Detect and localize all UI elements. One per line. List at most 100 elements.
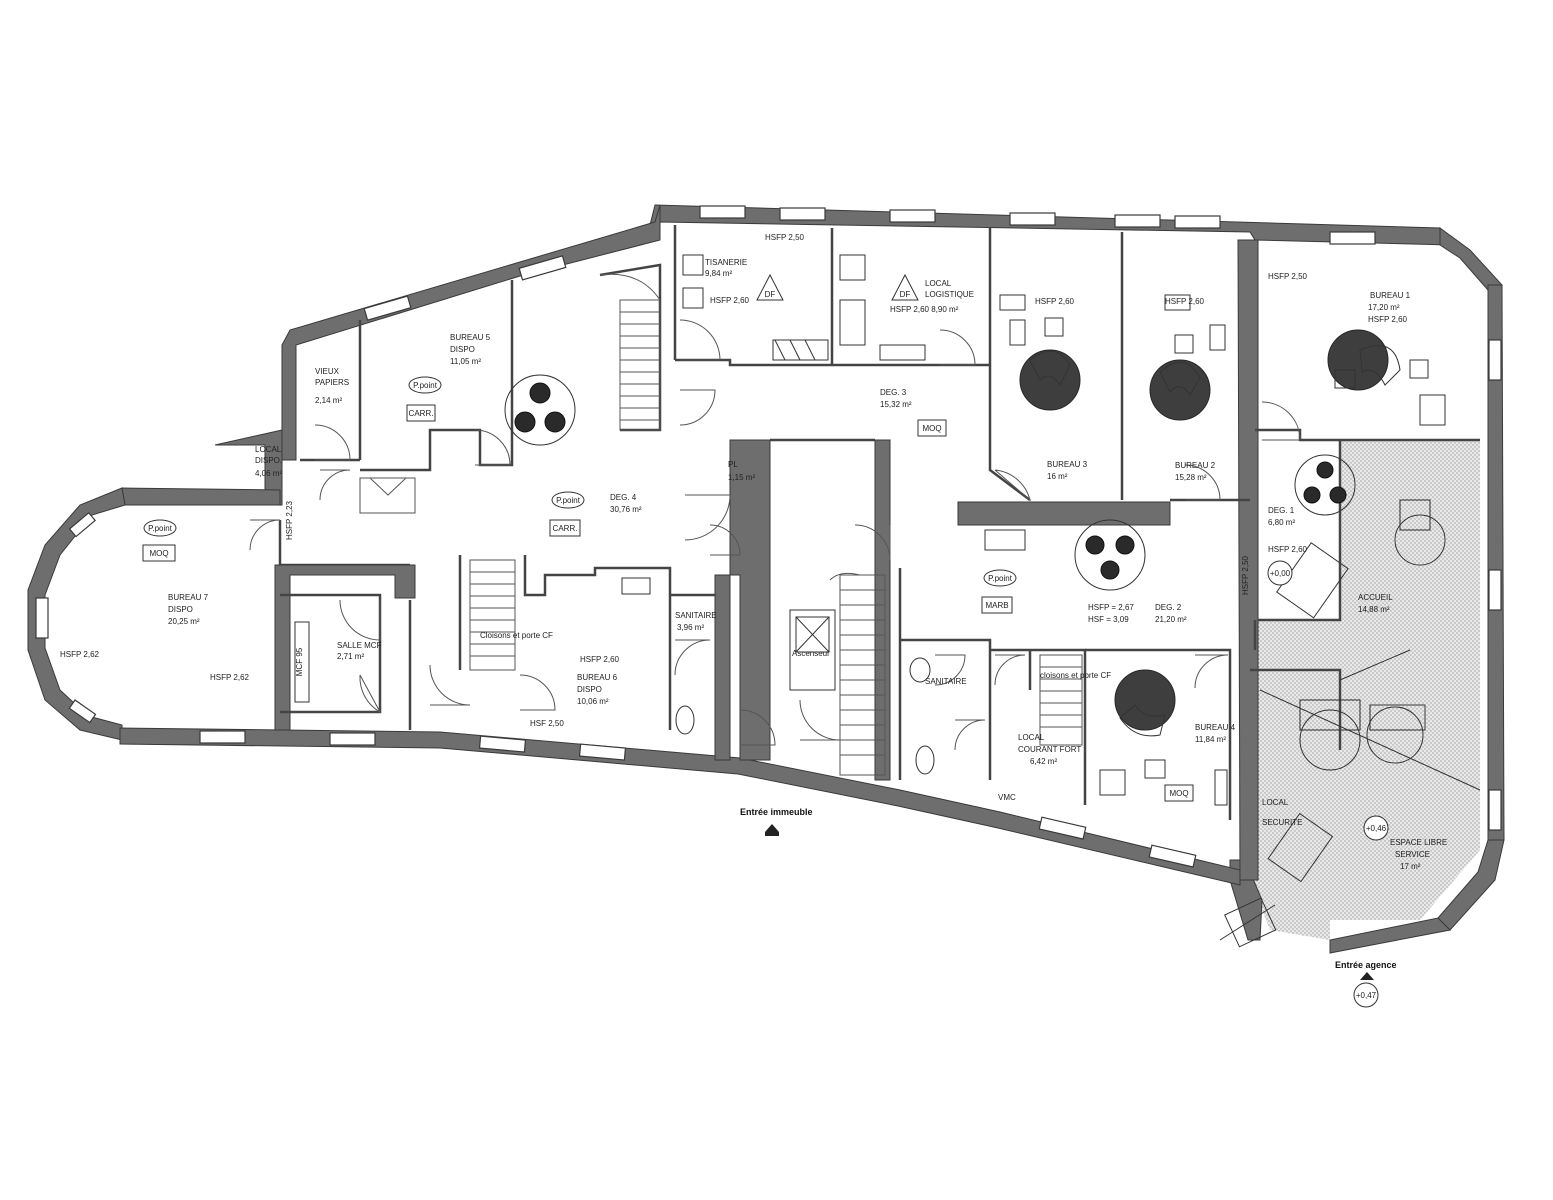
tag-moq-bureau7: MOQ [149,549,168,558]
label-bureau4-area: 11,84 m² [1195,735,1226,744]
label-bureau5-area: 11,05 m² [450,357,481,366]
label-logistique-name1: LOCAL [925,279,952,288]
label-courant-fort-area: 6,42 m² [1030,757,1057,766]
label-els-area: 17 m² [1400,862,1421,871]
label-sanitaire2-name: SANITAIRE [925,677,967,686]
tag-carr-bureau5: CARR. [409,409,434,418]
label-vieux-papiers-area: 2,14 m² [315,396,342,405]
label-ascenseur: Ascenseur [792,649,830,658]
room-tags: MOQ P.point CARR. P.point CARR. P.point … [142,273,1389,1008]
label-courant-fort-name2: COURANT FORT [1018,745,1081,754]
entrance-agence-label: Entrée agence [1335,960,1397,970]
label-logistique-area: HSFP 2,60 8,90 m² [890,305,959,314]
interior-partitions [274,225,1480,820]
label-deg4-name: DEG. 4 [610,493,637,502]
entrance-immeuble-label: Entrée immeuble [740,807,813,817]
tag-marb-deg2: MARB [985,601,1008,610]
label-local-dispo-area: 4,06 m² [255,469,282,478]
label-deg2-name: DEG. 2 [1155,603,1182,612]
label-hsfp250-side: HSFP 2,50 [1241,555,1250,595]
exterior-walls [27,204,1505,954]
tag-df-logistique: DF [900,290,911,299]
label-bureau5-name: BUREAU 5 [450,333,491,342]
label-deg1-name: DEG. 1 [1268,506,1295,515]
label-bureau2-area: 15,28 m² [1175,473,1207,482]
label-bureau7-name: BUREAU 7 [168,593,209,602]
tag-ppoint-bureau7: P.point [148,524,173,533]
label-bureau7-dispo: DISPO [168,605,193,614]
label-bureau2-name: BUREAU 2 [1175,461,1216,470]
label-deg4-area: 30,76 m² [610,505,642,514]
label-vieux-papiers-name1: VIEUX [315,367,340,376]
fixtures [675,254,1026,775]
label-sanitaire1-area: 3,96 m² [677,623,704,632]
label-hsfp223: HSFP 2,23 [285,500,294,540]
label-pl-area: 1,15 m² [728,473,755,482]
door-swings [249,319,1301,751]
label-courant-fort-name1: LOCAL [1018,733,1045,742]
label-pl-name: PL [728,460,738,469]
level-marker-000: +0,00 [1270,569,1291,578]
label-deg1-hsfp: HSFP 2,60 [1268,545,1308,554]
entrance-agence-arrow-icon [1360,972,1374,980]
hatched-floor-area [1250,440,1480,940]
label-hsfp-top: HSFP 2,50 [765,233,805,242]
label-tisanerie-name: TISANERIE [705,258,747,267]
label-bureau1-hsfp250: HSFP 2,50 [1268,272,1308,281]
entrance-immeuble-arrow-icon [765,824,779,832]
label-bureau7-hsfp: HSFP 2,62 [210,673,250,682]
label-vmc: VMC [998,793,1016,802]
label-accueil-name: ACCUEIL [1358,593,1393,602]
windows [35,205,1502,868]
label-deg2-hsfp1: HSFP = 2,67 [1088,603,1134,612]
label-vieux-papiers-name2: PAPIERS [315,378,349,387]
tag-ppoint-bureau5: P.point [413,381,438,390]
label-bureau6-dispo: DISPO [577,685,602,694]
label-cloisons-a: Cloisons et porte CF [480,631,553,640]
label-bureau6-hsf: HSF 2,50 [530,719,564,728]
label-bureau3-name: BUREAU 3 [1047,460,1088,469]
tag-carr-deg4: CARR. [553,524,578,533]
label-bureau3-hsfp: HSFP 2,60 [1035,297,1075,306]
label-salle-mcf-name: SALLE MCF [337,641,382,650]
tag-df-tisanerie: DF [765,290,776,299]
label-tisanerie-area: 9,84 m² [705,269,732,278]
label-local-dispo-name2: DISPO. [255,456,282,465]
label-bureau5-dispo: DISPO [450,345,475,354]
label-logistique-name2: LOGISTIQUE [925,290,974,299]
label-bureau2-hsfp: HSFP 2,60 [1165,297,1205,306]
label-els-name1: ESPACE LIBRE [1390,838,1447,847]
label-bureau4-name: BUREAU 4 [1195,723,1236,732]
tag-ppoint-deg2: P.point [988,574,1013,583]
label-salle-mcf-area: 2,71 m² [337,652,364,661]
label-deg3-name: DEG. 3 [880,388,907,397]
label-deg3-area: 15,32 m² [880,400,912,409]
tag-moq-bureau4: MOQ [1169,789,1188,798]
tag-mcf: MCF 95 [295,647,304,676]
label-bureau1-area: 17,20 m² [1368,303,1400,312]
label-bureau7-hsfp-left: HSFP 2,62 [60,650,100,659]
room-labels: TISANERIE 9,84 m² HSFP 2,60 LOCAL LOGIST… [60,233,1447,871]
level-marker-047: +0,47 [1356,991,1377,1000]
label-els-name2: SERVICE [1395,850,1430,859]
label-bureau6-hsfp: HSFP 2,60 [580,655,620,664]
label-tisanerie-hsfp: HSFP 2,60 [710,296,750,305]
label-deg2-hsfp2: HSF = 3,09 [1088,615,1129,624]
label-bureau3-area: 16 m² [1047,472,1068,481]
label-bureau7-area: 20,25 m² [168,617,200,626]
tag-ppoint-deg4: P.point [556,496,581,505]
tag-moq-deg3: MOQ [922,424,941,433]
label-securite-name1: LOCAL [1262,798,1289,807]
label-sanitaire1-name: SANITAIRE [675,611,717,620]
office-furniture [999,294,1481,948]
label-local-dispo-name1: LOCAL [255,445,282,454]
label-bureau1-hsfp: HSFP 2,60 [1368,315,1408,324]
entrances: Entrée immeuble Entrée agence [740,807,1397,980]
label-bureau6-name: BUREAU 6 [577,673,618,682]
label-deg1-area: 6,80 m² [1268,518,1295,527]
label-deg2-area: 21,20 m² [1155,615,1187,624]
label-securite-name2: SECURITE [1262,818,1302,827]
label-accueil-area: 14,88 m² [1358,605,1390,614]
round-tables [504,374,1356,591]
